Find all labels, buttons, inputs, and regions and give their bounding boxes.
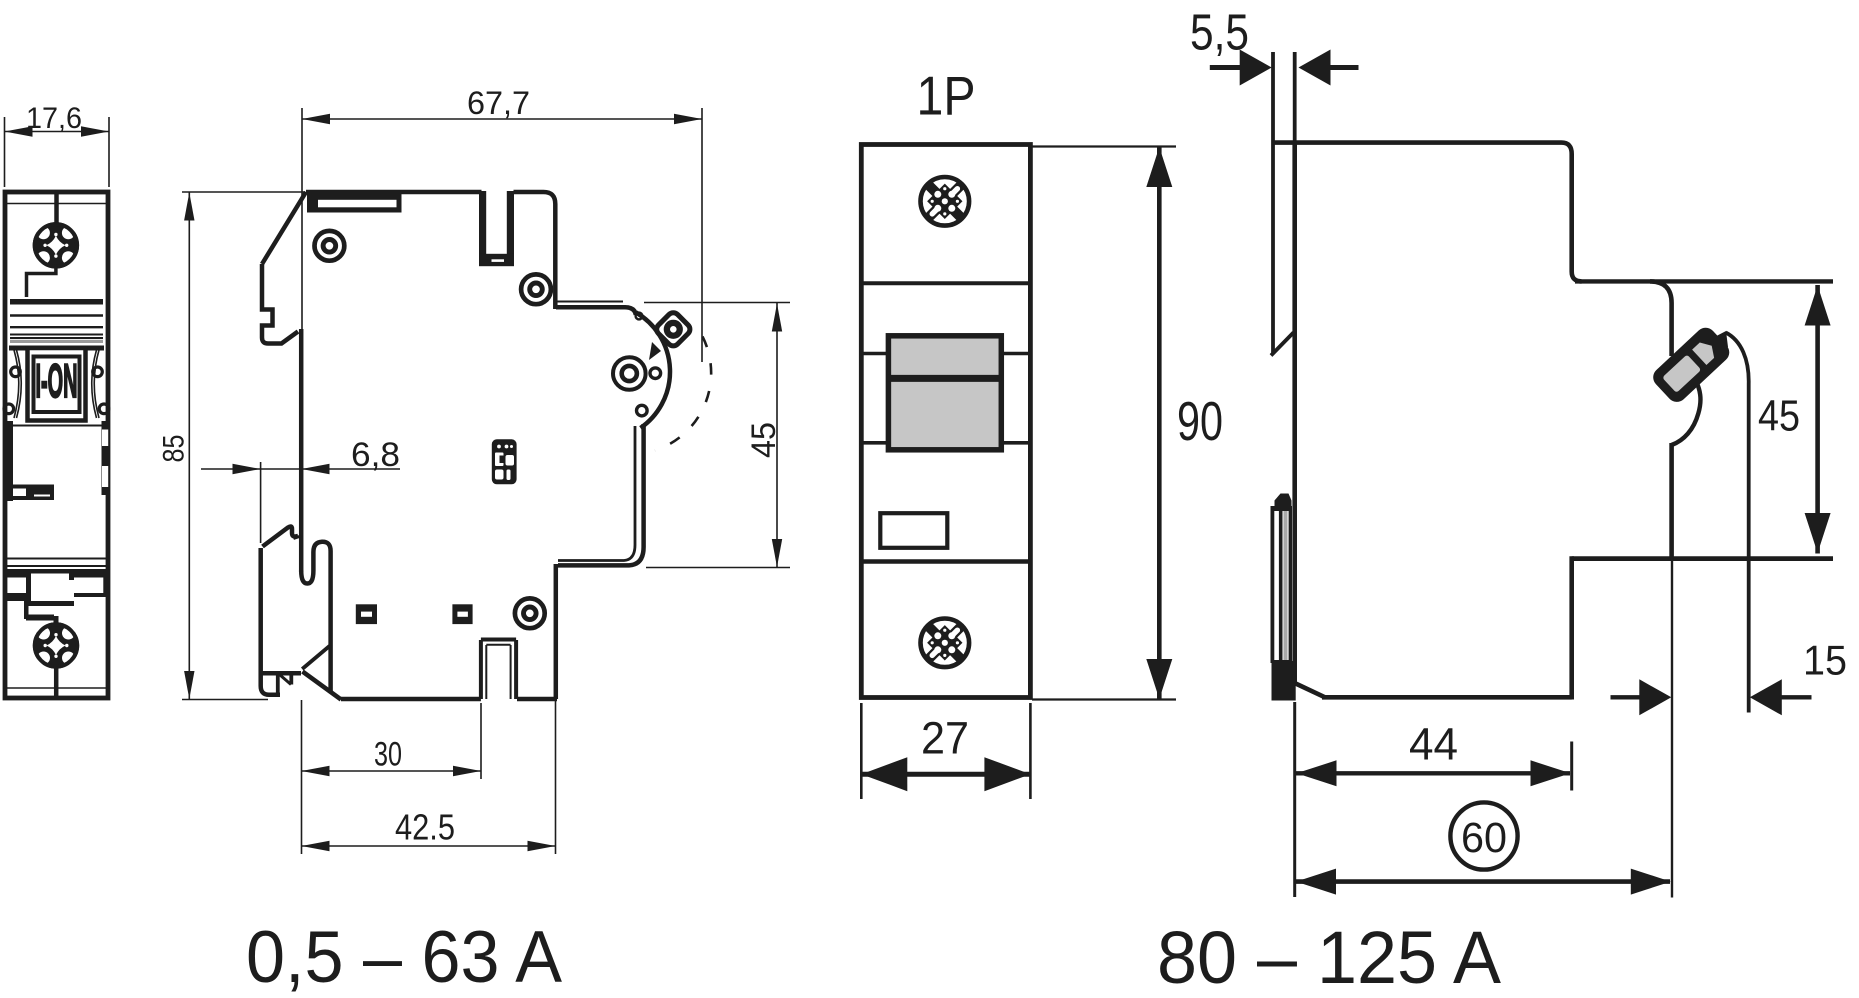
svg-text:80 – 125 A: 80 – 125 A: [1157, 916, 1502, 998]
svg-text:27: 27: [921, 713, 969, 764]
svg-text:0,5 – 63 A: 0,5 – 63 A: [246, 917, 562, 998]
svg-text:45: 45: [1758, 392, 1800, 441]
svg-text:44: 44: [1409, 719, 1458, 770]
svg-text:60: 60: [1461, 814, 1507, 862]
svg-text:I-ON: I-ON: [36, 354, 78, 407]
svg-text:85: 85: [158, 435, 191, 463]
svg-text:15: 15: [1803, 637, 1847, 684]
svg-text:90: 90: [1177, 390, 1223, 452]
svg-text:6,8: 6,8: [351, 436, 400, 474]
svg-text:1P: 1P: [917, 65, 976, 127]
svg-text:5,5: 5,5: [1190, 4, 1249, 61]
svg-text:45: 45: [745, 422, 783, 458]
svg-text:67,7: 67,7: [467, 85, 530, 121]
svg-text:42.5: 42.5: [395, 807, 455, 848]
svg-text:30: 30: [374, 736, 402, 774]
svg-text:17,6: 17,6: [26, 102, 82, 135]
